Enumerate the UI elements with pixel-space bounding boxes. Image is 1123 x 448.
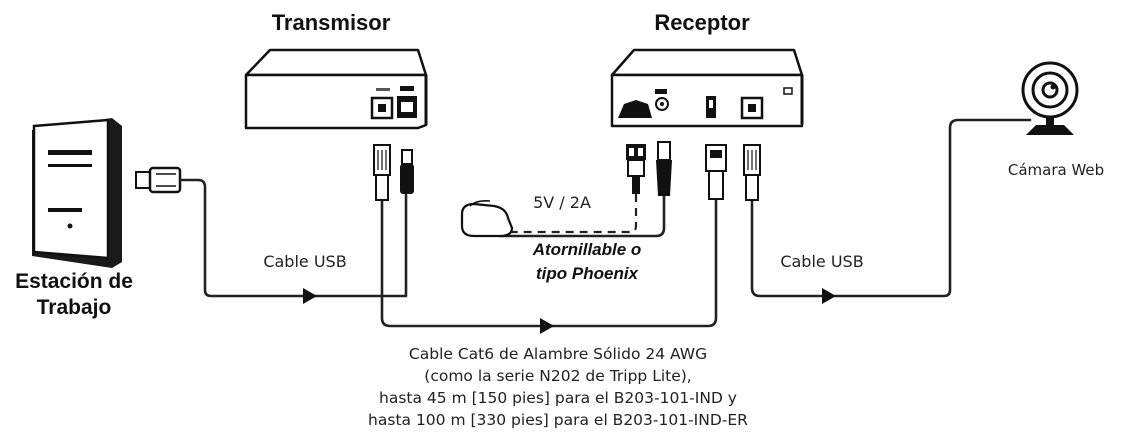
arrow-right-icon	[303, 288, 317, 304]
phoenix-cable	[498, 194, 666, 238]
workstation-label-line1: Estación de	[15, 270, 133, 293]
rj45-plug-icon	[373, 144, 391, 201]
power-dashed-line	[512, 194, 638, 234]
usb-cable-left-label: Cable USB	[263, 252, 346, 271]
workstation-icon	[32, 118, 122, 268]
rj45-plug-icon	[743, 144, 761, 201]
power-spec-label: 5V / 2A	[533, 193, 591, 212]
cat6-cable	[380, 198, 718, 328]
transmitter-title: Transmisor	[272, 10, 391, 35]
power-terminal-icon	[618, 100, 652, 118]
usb-cable-right-label: Cable USB	[780, 252, 863, 271]
usb-cable-right	[750, 118, 1032, 298]
arrow-right-icon	[540, 318, 554, 334]
phoenix-connector-icon	[626, 144, 646, 194]
usb-plug-icon	[705, 144, 727, 200]
connector-type-label-line1: Atornillable o	[532, 240, 642, 259]
cable-note-line2: (como la serie N202 de Tripp Lite),	[424, 367, 691, 385]
cable-note-line4: hasta 100 m [330 pies] para el B203-101-…	[368, 411, 748, 429]
usb-plug-icon	[135, 166, 182, 194]
receiver-device	[610, 48, 804, 128]
power-adapter-icon	[460, 200, 514, 238]
transmitter-device	[244, 48, 428, 130]
usb-plug-icon	[400, 149, 414, 194]
arrow-right-icon	[822, 288, 836, 304]
workstation-label-line2: Trabajo	[37, 296, 112, 319]
connector-type-label-line2: tipo Phoenix	[536, 264, 640, 283]
usb-cable-left	[178, 178, 408, 298]
receiver-title: Receptor	[654, 10, 750, 35]
dc-plug-icon	[656, 141, 672, 196]
cable-note-line3: hasta 45 m [150 pies] para el B203-101-I…	[379, 389, 737, 407]
webcam-label: Cámara Web	[1008, 161, 1104, 179]
webcam-icon	[1021, 61, 1079, 135]
cable-note-line1: Cable Cat6 de Alambre Sólido 24 AWG	[409, 345, 707, 363]
